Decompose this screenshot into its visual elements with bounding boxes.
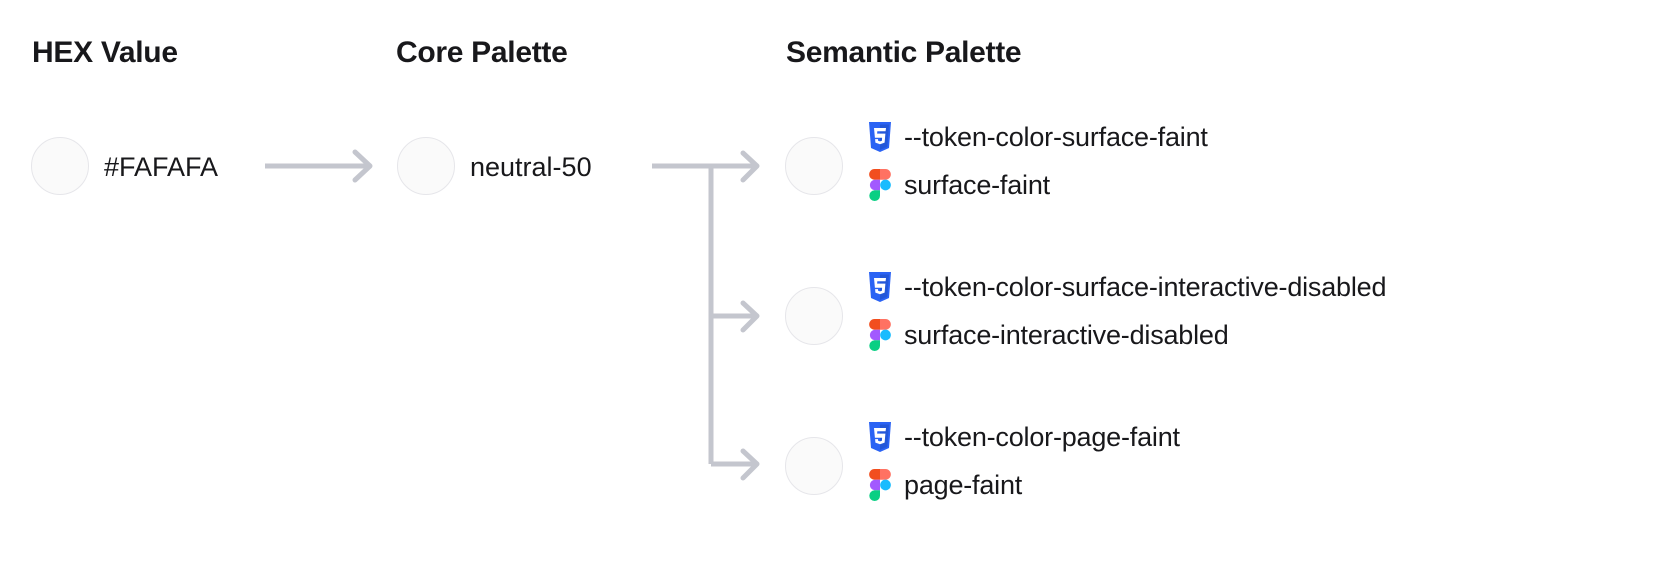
figma-token-line: surface-interactive-disabled xyxy=(866,311,1666,359)
arrow-head-branch-2 xyxy=(740,448,760,481)
figma-token-name: page-faint xyxy=(904,469,1023,500)
figma-token-name: surface-interactive-disabled xyxy=(904,319,1229,350)
color-swatch-semantic-surface-interactive-disabled xyxy=(785,287,843,345)
arrow-head-hex-to-core xyxy=(352,149,373,183)
css-token-line: --token-color-surface-faint xyxy=(866,113,1666,161)
css-token-name: --token-color-surface-faint xyxy=(904,121,1208,152)
figma-token-line: page-faint xyxy=(866,461,1666,509)
semantic-token-row: --token-color-page-faint page-faint xyxy=(866,413,1666,509)
core-palette-label: neutral-50 xyxy=(470,152,592,182)
figma-icon xyxy=(866,169,894,201)
color-swatch-hex-value xyxy=(31,137,89,195)
css-token-line: --token-color-page-faint xyxy=(866,413,1666,461)
column-heading-semantic-palette: Semantic Palette xyxy=(786,36,1022,69)
arrow-head-branch-0 xyxy=(740,150,760,183)
hex-value-label: #FAFAFA xyxy=(104,152,219,182)
figma-icon xyxy=(866,469,894,501)
column-heading-hex-value: HEX Value xyxy=(32,36,178,69)
column-heading-core-palette: Core Palette xyxy=(396,36,568,69)
css-token-name: --token-color-page-faint xyxy=(904,421,1180,452)
css3-icon xyxy=(866,121,894,153)
figma-token-name: surface-faint xyxy=(904,169,1050,200)
css3-icon xyxy=(866,271,894,303)
css3-icon xyxy=(866,421,894,453)
color-swatch-core-palette xyxy=(397,137,455,195)
arrow-head-branch-1 xyxy=(740,300,760,333)
css-token-name: --token-color-surface-interactive-disabl… xyxy=(904,271,1387,302)
color-swatch-semantic-page-faint xyxy=(785,437,843,495)
semantic-token-row: --token-color-surface-faint surface-fain… xyxy=(866,113,1666,209)
figma-token-line: surface-faint xyxy=(866,161,1666,209)
semantic-token-row: --token-color-surface-interactive-disabl… xyxy=(866,263,1666,359)
color-swatch-semantic-surface-faint xyxy=(785,137,843,195)
css-token-line: --token-color-surface-interactive-disabl… xyxy=(866,263,1666,311)
figma-icon xyxy=(866,319,894,351)
